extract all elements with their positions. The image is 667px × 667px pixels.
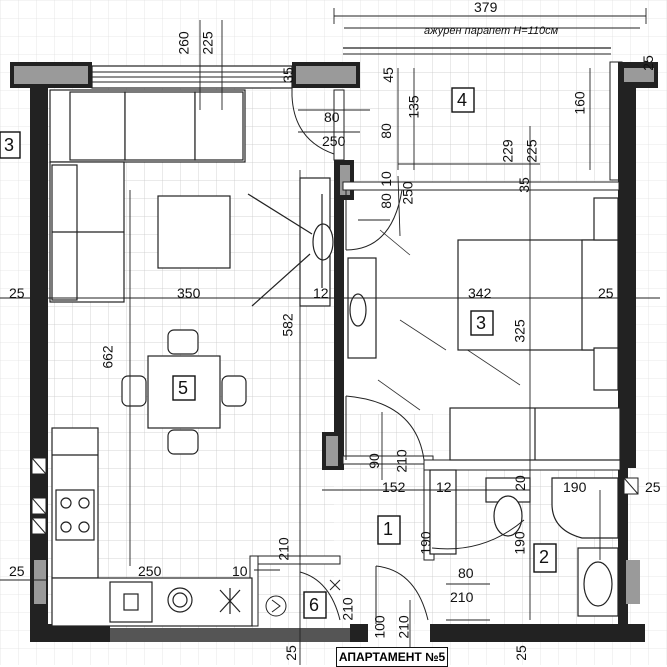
- electric-panel: [265, 579, 341, 617]
- dim-160: 160: [571, 91, 588, 115]
- dim-250-c: 250: [138, 563, 162, 579]
- dim-210-a: 210: [393, 449, 410, 473]
- dim-260: 260: [175, 31, 192, 55]
- dim-25-b: 25: [598, 285, 614, 301]
- dim-582: 582: [279, 313, 296, 337]
- dim-20: 20: [511, 475, 528, 491]
- tv-unit: [247, 177, 334, 307]
- dim-135: 135: [405, 95, 422, 119]
- room-number-adjacent: 3: [4, 135, 15, 155]
- balcony-note: ажурен парапет H=110см: [424, 25, 559, 37]
- dim-25-g: 25: [639, 55, 656, 71]
- dim-225-a: 225: [199, 31, 216, 55]
- dim-25-e: 25: [282, 645, 299, 661]
- room-number-1: 1: [383, 519, 394, 539]
- dim-25-a: 25: [9, 285, 25, 301]
- sofa: [49, 89, 246, 303]
- room-number-3: 3: [476, 313, 487, 333]
- room-number-2: 2: [539, 547, 550, 567]
- coffee-table: [157, 195, 231, 269]
- dim-190-c: 190: [511, 531, 528, 555]
- bedroom-furniture: [347, 197, 621, 461]
- dim-100: 100: [371, 615, 388, 639]
- dim-10-a: 10: [377, 171, 394, 187]
- left-window: [31, 457, 639, 535]
- dim-325: 325: [511, 319, 528, 343]
- dim-152: 152: [382, 479, 406, 495]
- dim-210-e: 210: [395, 615, 412, 639]
- apartment-label: АПАРТАМЕНТ №5: [336, 647, 448, 667]
- dim-190-a: 190: [563, 479, 587, 495]
- dim-342: 342: [468, 285, 492, 301]
- dim-80-b: 80: [377, 123, 394, 139]
- dim-210-d: 210: [339, 597, 356, 621]
- room-boxes: [0, 87, 557, 619]
- dim-90: 90: [365, 453, 382, 469]
- dim-250-b: 250: [399, 181, 416, 205]
- dim-10-b: 10: [232, 563, 248, 579]
- room-number-5: 5: [178, 378, 189, 398]
- dim-662: 662: [99, 345, 116, 369]
- dim-80-d: 80: [458, 565, 474, 581]
- dim-80-c: 80: [377, 193, 394, 209]
- doors: [291, 88, 525, 624]
- walls: [10, 47, 658, 642]
- room-number-6: 6: [309, 595, 320, 615]
- dim-225-b: 225: [523, 139, 540, 163]
- dim-35-b: 35: [515, 177, 532, 193]
- dim-229: 229: [499, 139, 516, 163]
- dim-80-a: 80: [324, 109, 340, 125]
- dim-25-d: 25: [9, 563, 25, 579]
- dim-210-c: 210: [450, 589, 474, 605]
- dimension-lines: [0, 8, 660, 665]
- dim-250-a: 250: [322, 133, 346, 149]
- dim-45: 45: [379, 67, 396, 83]
- dim-25-c: 25: [645, 479, 661, 495]
- bathroom-fixtures: [429, 469, 619, 617]
- dim-379: 379: [474, 0, 498, 15]
- dim-190-b: 190: [417, 531, 434, 555]
- kitchen: [51, 427, 253, 627]
- room-number-4: 4: [457, 90, 468, 110]
- dim-25-f: 25: [512, 645, 529, 661]
- dim-35-a: 35: [279, 67, 296, 83]
- dim-350: 350: [177, 285, 201, 301]
- dim-12-b: 12: [436, 479, 452, 495]
- dim-12-a: 12: [313, 285, 329, 301]
- dim-210-b: 210: [275, 537, 292, 561]
